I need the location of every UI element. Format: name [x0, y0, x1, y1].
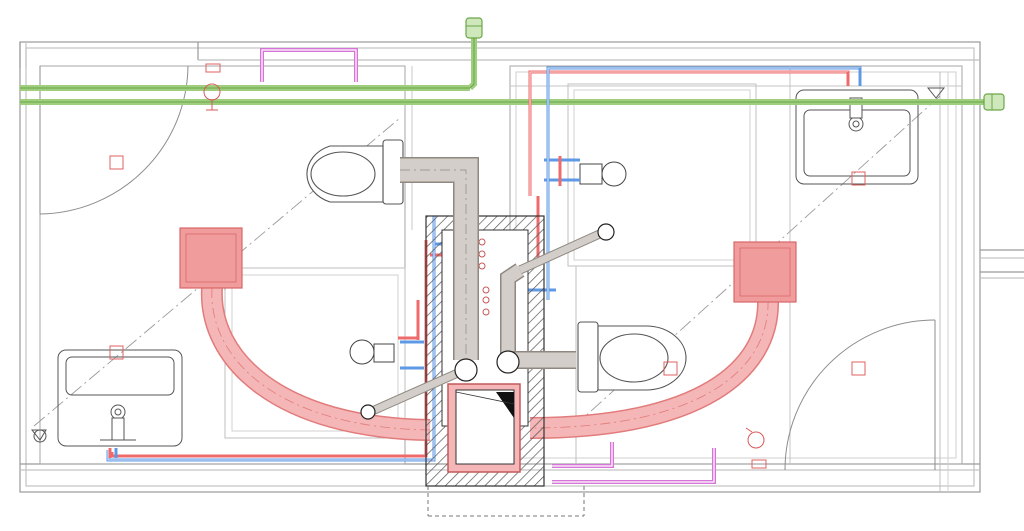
duct-diffuser-left — [179, 227, 243, 289]
ceiling-points — [109, 63, 866, 469]
duct-right — [529, 299, 780, 439]
green-pipe-run — [20, 32, 990, 105]
duct-diffuser-right — [733, 241, 797, 303]
duct-left — [200, 287, 431, 441]
valve-symbols — [349, 161, 627, 365]
pipe-stub-markers — [108, 68, 862, 458]
drain-pipe-branch — [368, 227, 606, 417]
magenta-pipe-bottom-inner — [552, 442, 715, 483]
floor-drain-icon — [203, 83, 221, 111]
drain-pipe-main — [400, 157, 479, 360]
magenta-pipe-top-inner — [261, 49, 357, 82]
drain-outlets — [360, 223, 615, 420]
basin-left — [57, 349, 183, 447]
green-pipe-end-cap-icon — [983, 93, 1005, 111]
fan-symbol-icon — [30, 87, 946, 443]
door-swings — [39, 65, 936, 471]
toilet-left — [306, 139, 404, 205]
green-pipe-end-cap-icon — [465, 17, 483, 39]
riser-shaft — [425, 215, 585, 517]
floor-drain-icon — [745, 427, 765, 449]
toilet-right — [577, 321, 687, 393]
